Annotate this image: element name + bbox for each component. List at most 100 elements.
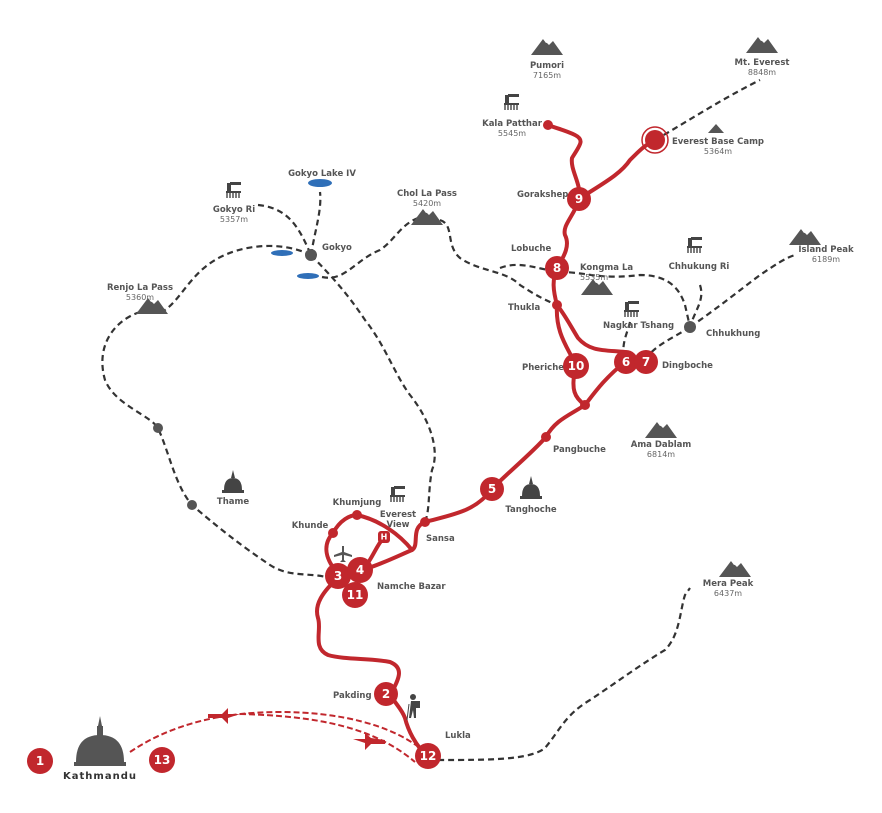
svg-text:2: 2 xyxy=(382,687,390,701)
label-thukla: Thukla xyxy=(508,303,540,313)
kathmandu-stupa-icon xyxy=(74,716,126,766)
label-chhukung-ri: Chhukung Ri xyxy=(669,262,730,272)
hotel-icon xyxy=(378,531,390,543)
label-gorakshep: Gorakshep xyxy=(517,190,568,200)
label-nagkar-tshang: Nagkar Tshang xyxy=(603,321,674,331)
alt-ebc: 5364m xyxy=(704,147,732,156)
pumori-mountain-icon xyxy=(531,39,563,55)
alt-kala-patthar: 5545m xyxy=(498,129,526,138)
gokyo-ri-viewpoint-icon xyxy=(225,181,242,199)
everest-view-viewpoint-icon xyxy=(389,485,406,503)
label-pangbuche: Pangbuche xyxy=(553,445,606,455)
airport-icon xyxy=(334,546,352,562)
svg-text:11: 11 xyxy=(347,588,364,602)
trekking-trails xyxy=(101,79,796,762)
alt-gokyo-ri: 5357m xyxy=(220,215,248,224)
waypoint-dot xyxy=(153,423,163,433)
route-waypoints: H xyxy=(153,120,696,543)
stop-4: 4 xyxy=(347,557,373,583)
label-gokyo-ri: Gokyo Ri xyxy=(213,205,255,215)
stop-10: 10 xyxy=(563,353,589,379)
alt-everest: 8848m xyxy=(748,68,776,77)
alt-renjo-la: 5360m xyxy=(126,293,154,302)
waypoint-dot xyxy=(187,500,197,510)
svg-text:9: 9 xyxy=(575,192,583,206)
stop-13: 13 xyxy=(149,747,175,773)
label-mera-peak: Mera Peak xyxy=(703,579,754,589)
label-island-peak: Island Peak xyxy=(798,245,854,255)
label-pumori: Pumori xyxy=(530,61,564,71)
ebc-ring xyxy=(641,126,669,154)
sansa-dot xyxy=(420,517,430,527)
plane-return-icon xyxy=(353,733,385,750)
lake xyxy=(271,250,293,256)
chol-la-mountain-icon xyxy=(411,209,443,225)
label-pheriche: Pheriche xyxy=(522,363,564,373)
thame-monastery-icon xyxy=(222,470,244,493)
stop-12: 12 xyxy=(415,743,441,769)
alt-mera-peak: 6437m xyxy=(714,589,742,598)
label-lobuche: Lobuche xyxy=(511,244,551,254)
label-sansa: Sansa xyxy=(426,534,455,544)
svg-text:4: 4 xyxy=(356,563,364,577)
alt-ama-dablam: 6814m xyxy=(647,450,675,459)
kala-patthar-dot xyxy=(543,120,553,130)
main-route xyxy=(315,123,657,759)
stop-7: 7 xyxy=(634,350,658,374)
everest-mountain-icon xyxy=(746,37,778,53)
map-icons xyxy=(74,37,821,766)
label-chol-la: Chol La Pass xyxy=(397,189,457,199)
lake xyxy=(297,273,319,279)
tanghoche-monastery-icon xyxy=(520,476,542,499)
label-chhukhung: Chhukhung xyxy=(706,329,760,339)
svg-text:13: 13 xyxy=(154,753,171,767)
stop-1: 1 xyxy=(27,748,53,774)
svg-text:3: 3 xyxy=(334,569,342,583)
stop-11: 11 xyxy=(342,582,368,608)
khunde-dot xyxy=(328,528,338,538)
camp-tent-icon xyxy=(708,124,724,133)
alt-pumori: 7165m xyxy=(533,71,561,80)
ebc-marker xyxy=(645,130,665,150)
kala-patthar-viewpoint-icon xyxy=(503,93,520,111)
pangbuche-dot xyxy=(541,432,551,442)
label-namche: Namche Bazar xyxy=(377,582,446,592)
alt-kongma-la: 5535m xyxy=(580,273,608,282)
stop-9: 9 xyxy=(567,187,591,211)
label-kathmandu: Kathmandu xyxy=(63,771,137,782)
label-tanghoche: Tanghoche xyxy=(505,505,557,515)
label-everest-view-2: View xyxy=(387,520,410,530)
khumjung-dot xyxy=(352,510,362,520)
plane-outbound-icon xyxy=(208,708,240,724)
label-gokyo-lake-iv: Gokyo Lake IV xyxy=(288,169,356,179)
ama-dablam-mountain-icon xyxy=(645,422,677,438)
label-khumjung: Khumjung xyxy=(333,498,382,508)
chhukhung-dot xyxy=(684,321,696,333)
lakes xyxy=(271,179,332,279)
label-everest: Mt. Everest xyxy=(735,58,790,68)
thukla-dot xyxy=(552,300,562,310)
stop-3: 3 xyxy=(325,563,351,589)
gokyo-lake-iv xyxy=(308,179,332,187)
trekker-icon xyxy=(406,694,420,721)
label-kala-patthar: Kala Patthar xyxy=(482,119,543,129)
label-khunde: Khunde xyxy=(292,521,329,531)
stop-6: 6 xyxy=(614,350,638,374)
svg-text:8: 8 xyxy=(553,261,561,275)
svg-text:7: 7 xyxy=(642,355,650,369)
label-ama-dablam: Ama Dablam xyxy=(631,440,692,450)
flight-paths xyxy=(129,708,421,763)
mera-peak-mountain-icon xyxy=(719,561,751,577)
stop-8: 8 xyxy=(545,256,569,280)
svg-text:6: 6 xyxy=(622,355,630,369)
label-ebc: Everest Base Camp xyxy=(672,137,764,147)
gokyo-dot xyxy=(305,249,317,261)
nagkar-tshang-viewpoint-icon xyxy=(623,300,640,318)
label-pakding: Pakding xyxy=(333,691,372,701)
label-kongma-la: Kongma La xyxy=(580,263,633,273)
stop-5: 5 xyxy=(480,477,504,501)
svg-text:1: 1 xyxy=(36,754,44,768)
label-thame: Thame xyxy=(217,497,249,507)
